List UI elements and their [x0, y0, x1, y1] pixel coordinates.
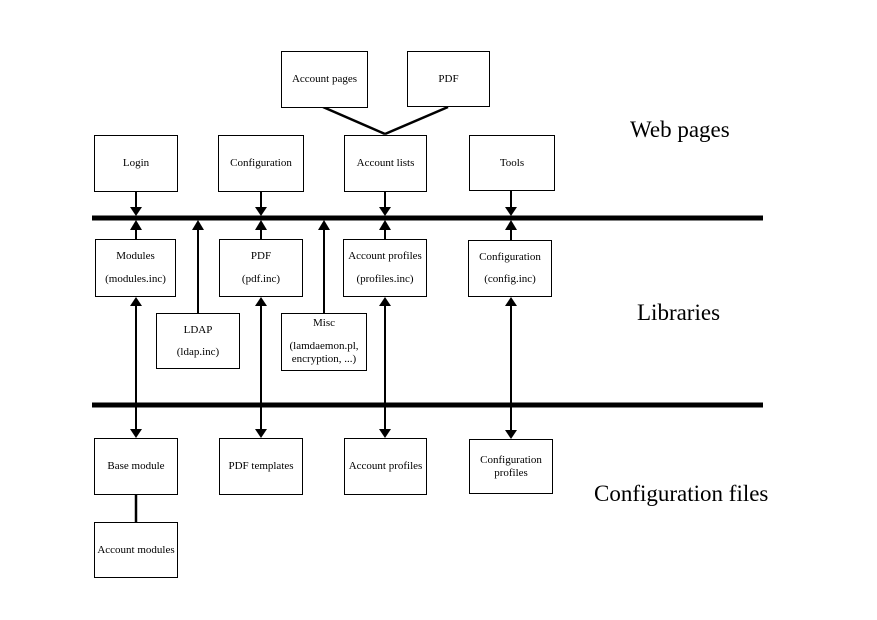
box-account-profiles-lib: Account profiles (profiles.inc)	[343, 239, 427, 297]
arrow-modules-lib-to-bus	[130, 220, 142, 239]
arrow-configuration-page-to-bus	[255, 192, 267, 216]
box-account-lists: Account lists	[344, 135, 427, 192]
diagonal-account-pages-to-account-lists	[322, 105, 386, 136]
box-account-profiles-file-label: Account profiles	[348, 460, 423, 472]
arrow-account-profiles-lib-account-profiles-file	[379, 297, 391, 438]
box-ldap-lib-name: LDAP	[183, 323, 213, 336]
arrow-login-to-bus	[130, 192, 142, 216]
box-configuration-page: Configuration	[218, 135, 304, 192]
box-configuration-lib-name: Configuration	[479, 250, 541, 263]
box-account-lists-label: Account lists	[356, 157, 415, 169]
label-configuration-files: Configuration files	[594, 481, 769, 506]
box-modules-lib-name: Modules	[116, 250, 155, 262]
box-misc-lib-files: (lamdaemon.pl, encryption, ...)	[289, 340, 358, 366]
box-configuration-profiles-line2: profiles	[494, 466, 528, 479]
box-pdf-lib-name: PDF	[250, 250, 272, 262]
box-pdf-templates: PDF templates	[219, 438, 303, 495]
arrow-pdf-lib-pdf-templates	[255, 297, 267, 438]
box-login: Login	[94, 135, 178, 192]
box-pdf-templates-label: PDF templates	[228, 460, 294, 472]
box-configuration-profiles: Configuration profiles	[469, 439, 553, 494]
box-modules-lib: Modules (modules.inc)	[95, 239, 176, 297]
box-modules-lib-file: (modules.inc)	[105, 273, 166, 285]
label-libraries: Libraries	[637, 300, 721, 325]
box-misc-lib-file-line1: (lamdaemon.pl,	[289, 340, 359, 352]
box-account-modules-label: Account modules	[97, 543, 175, 556]
box-pdf-lib-file: (pdf.inc)	[241, 273, 281, 285]
box-base-module-label: Base module	[107, 460, 165, 472]
box-login-label: Login	[122, 157, 150, 169]
arrow-account-profiles-lib-to-bus	[379, 220, 391, 239]
box-ldap-lib-file: (ldap.inc)	[176, 345, 220, 358]
arrow-pdf-lib-to-bus	[255, 220, 267, 239]
box-base-module: Base module	[94, 438, 178, 495]
arrow-tools-to-bus	[505, 191, 517, 216]
arrow-ldap-lib-to-bus	[192, 220, 204, 313]
diagonal-pdf-to-account-lists	[384, 105, 449, 136]
box-account-profiles-file: Account profiles	[344, 438, 427, 495]
box-account-pages: Account pages	[281, 51, 368, 108]
arrow-modules-lib-base-module	[130, 297, 142, 438]
box-ldap-lib: LDAP (ldap.inc)	[156, 313, 240, 369]
box-misc-lib: Misc (lamdaemon.pl, encryption, ...)	[281, 313, 367, 371]
box-account-modules: Account modules	[94, 522, 178, 578]
box-tools: Tools	[469, 135, 555, 191]
box-pdf-page: PDF	[407, 51, 490, 107]
box-misc-lib-file-line2: encryption, ...)	[291, 353, 357, 365]
box-configuration-page-label: Configuration	[230, 157, 292, 169]
box-account-profiles-lib-file: (profiles.inc)	[356, 273, 414, 285]
box-account-pages-label: Account pages	[291, 73, 358, 85]
arrow-configuration-lib-configuration-profiles	[505, 297, 517, 439]
box-tools-label: Tools	[499, 156, 525, 169]
arrow-misc-lib-to-bus	[318, 220, 330, 313]
box-configuration-lib-file: (config.inc)	[484, 273, 536, 286]
box-account-profiles-lib-name: Account profiles	[348, 250, 422, 262]
box-pdf-page-label: PDF	[438, 72, 459, 85]
box-configuration-lib: Configuration (config.inc)	[468, 240, 552, 297]
box-configuration-profiles-line1: Configuration	[480, 453, 542, 466]
arrow-configuration-lib-to-bus	[505, 220, 517, 240]
label-web-pages: Web pages	[630, 117, 730, 142]
box-misc-lib-name: Misc	[313, 317, 335, 329]
arrow-account-lists-to-bus	[379, 192, 391, 216]
box-pdf-lib: PDF (pdf.inc)	[219, 239, 303, 297]
